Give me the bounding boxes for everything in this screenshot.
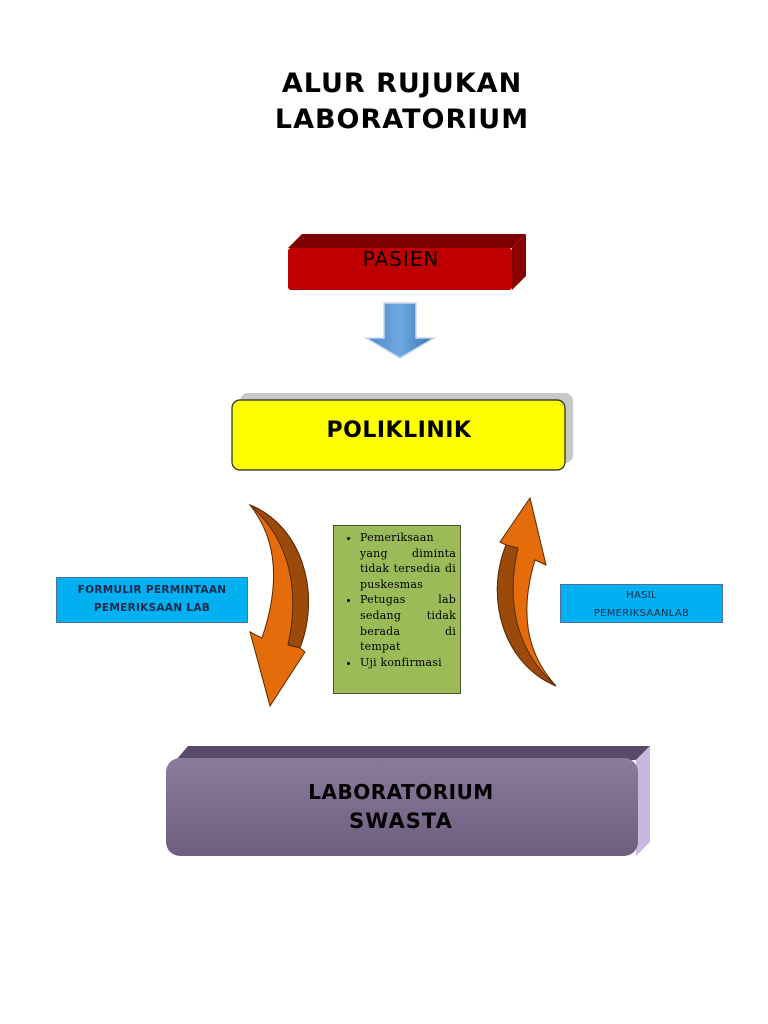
poliklinik-box	[231, 393, 573, 471]
hasil-line-2: PEMERIKSAANLAB	[593, 608, 690, 619]
formulir-line-2: PEMERIKSAAN LAB	[93, 602, 211, 614]
curved-arrow-down-icon	[248, 503, 309, 708]
laboratorium-box	[166, 746, 650, 856]
hasil-box: HASIL PEMERIKSAANLAB	[560, 584, 723, 623]
title-line-1: ALUR RUJUKAN	[281, 68, 523, 99]
down-arrow-icon	[363, 302, 437, 359]
laboratorium-label-line-1: LABORATORIUM	[308, 780, 494, 804]
reason-item: Petugas lab sedang tidak berada di tempa…	[360, 592, 456, 654]
diagram-title: ALUR RUJUKAN LABORATORIUM	[0, 66, 768, 138]
curved-arrow-up-icon	[496, 496, 557, 687]
laboratorium-label-line-2: SWASTA	[349, 809, 453, 833]
reason-item: Pemeriksaan yang diminta tidak tersedia …	[360, 530, 456, 592]
pasien-box	[288, 234, 526, 290]
formulir-line-1: FORMULIR PERMINTAAN	[77, 584, 227, 596]
laboratorium-label: LABORATORIUM SWASTA	[166, 778, 636, 836]
hasil-line-1: HASIL	[626, 590, 657, 601]
reasons-list: Pemeriksaan yang diminta tidak tersedia …	[338, 530, 456, 670]
formulir-box: FORMULIR PERMINTAAN PEMERIKSAAN LAB	[56, 577, 248, 623]
title-line-2: LABORATORIUM	[274, 104, 530, 135]
reason-item: Uji konfirmasi	[360, 655, 456, 671]
pasien-label: PASIEN	[362, 247, 440, 271]
reasons-box: Pemeriksaan yang diminta tidak tersedia …	[333, 525, 461, 694]
poliklinik-label: POLIKLINIK	[326, 418, 472, 443]
